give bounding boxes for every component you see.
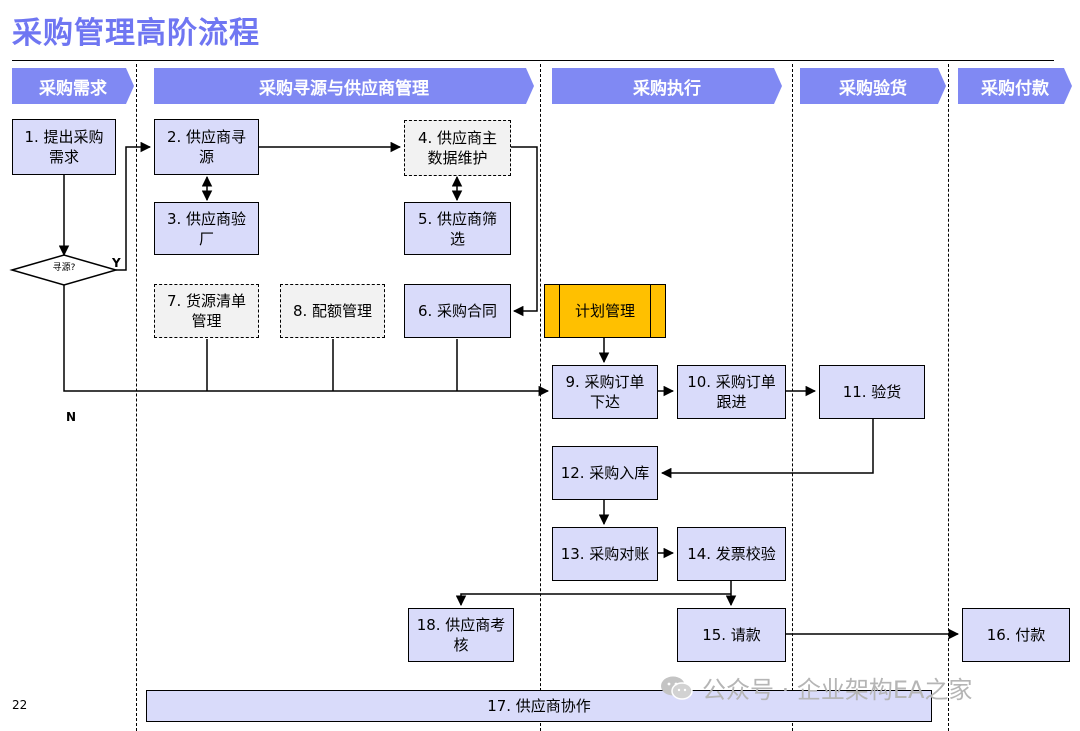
node-quota-management[interactable]: 8. 配额管理 — [280, 284, 385, 338]
node-planning-management[interactable]: 计划管理 — [544, 284, 666, 338]
page-number: 22 — [12, 698, 28, 712]
lane-header-demand: 采购需求 — [12, 68, 134, 104]
decision-no-label: N — [66, 410, 77, 424]
watermark-text: 公众号 · 企业架构EA之家 — [702, 676, 973, 704]
wechat-icon — [661, 676, 693, 700]
lane-divider — [136, 64, 137, 731]
node-inspection[interactable]: 11. 验货 — [819, 365, 925, 419]
node-purchase-contract[interactable]: 6. 采购合同 — [404, 284, 511, 338]
node-goods-receipt[interactable]: 12. 采购入库 — [552, 446, 658, 500]
node-supplier-screening[interactable]: 5. 供应商筛选 — [404, 202, 511, 255]
node-supplier-evaluation[interactable]: 18. 供应商考核 — [408, 608, 514, 662]
gold-box-bar — [559, 285, 560, 337]
gold-box-bar — [650, 285, 651, 337]
node-supplier-sourcing[interactable]: 2. 供应商寻源 — [154, 119, 259, 175]
lane-divider — [792, 64, 793, 731]
lane-header-execution: 采购执行 — [552, 68, 782, 104]
node-raise-demand[interactable]: 1. 提出采购需求 — [12, 119, 116, 175]
node-payment-request[interactable]: 15. 请款 — [677, 608, 786, 662]
node-supplier-master-data[interactable]: 4. 供应商主数据维护 — [404, 120, 511, 176]
lane-header-sourcing: 采购寻源与供应商管理 — [154, 68, 534, 104]
lane-header-inspection: 采购验货 — [800, 68, 946, 104]
node-source-list[interactable]: 7. 货源清单管理 — [154, 284, 259, 338]
node-po-followup[interactable]: 10. 采购订单跟进 — [677, 365, 786, 419]
decision-label: 寻源? — [52, 263, 76, 273]
node-invoice-verification[interactable]: 14. 发票校验 — [677, 527, 786, 581]
lane-header-payment: 采购付款 — [958, 68, 1072, 104]
lane-divider — [948, 64, 949, 731]
decision-yes-label: Y — [112, 256, 121, 270]
node-reconciliation[interactable]: 13. 采购对账 — [552, 527, 658, 581]
node-supplier-collaboration[interactable]: 17. 供应商协作 — [146, 690, 932, 722]
node-supplier-audit[interactable]: 3. 供应商验厂 — [154, 202, 259, 255]
page-title: 采购管理高阶流程 — [12, 16, 260, 51]
lane-divider — [540, 64, 541, 731]
watermark: 公众号 · 企业架构EA之家 — [660, 670, 972, 705]
title-divider — [12, 60, 1054, 61]
node-planning-label: 计划管理 — [574, 302, 635, 320]
node-payment[interactable]: 16. 付款 — [962, 608, 1070, 662]
node-po-issue[interactable]: 9. 采购订单下达 — [552, 365, 658, 419]
